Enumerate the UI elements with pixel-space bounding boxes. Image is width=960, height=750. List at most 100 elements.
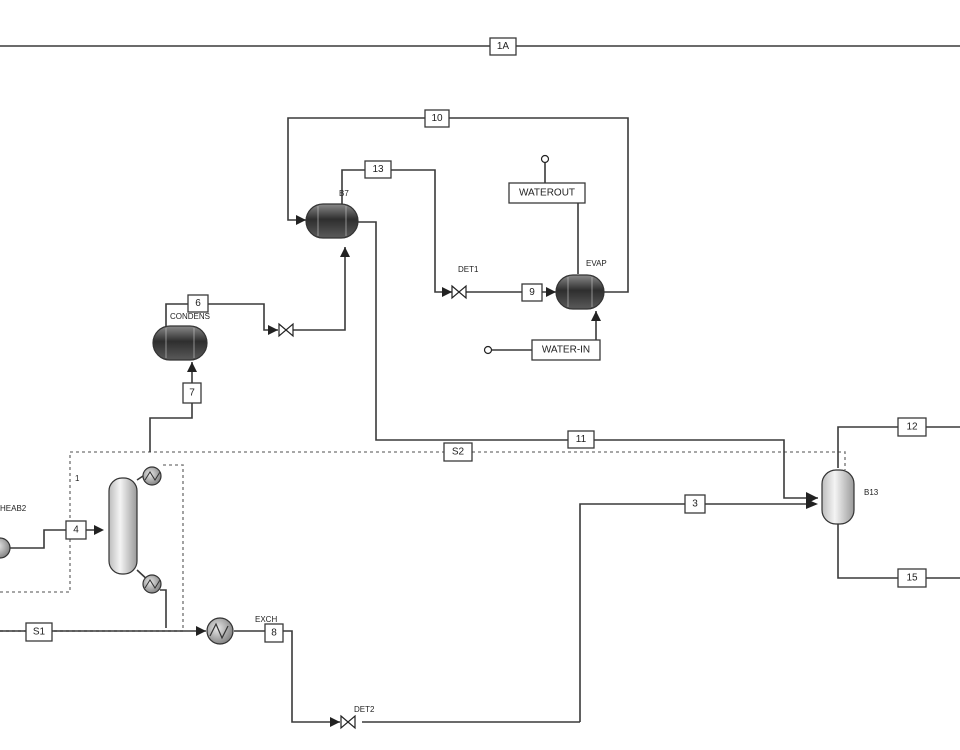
arrow-into-det1 xyxy=(442,287,452,297)
waterin-port xyxy=(483,345,493,355)
equipment xyxy=(0,154,855,730)
arrow-into-exch xyxy=(196,626,206,636)
stream-label-10-box xyxy=(424,109,450,128)
stream-line-reb-out xyxy=(160,589,167,628)
stream-label-waterout-box xyxy=(508,182,586,204)
stream-label-6[interactable]: 6 xyxy=(187,294,209,313)
arrow-into-b7 xyxy=(296,215,306,225)
arrow-into-column xyxy=(94,525,104,535)
arrowheads xyxy=(94,215,818,727)
stream-label-1a-box xyxy=(489,37,517,56)
stream-label-3-text: 3 xyxy=(692,499,698,510)
stream-label-waterout[interactable]: WATEROUT xyxy=(508,182,586,204)
column-reboiler[interactable] xyxy=(142,574,162,594)
arrow-waterin xyxy=(591,311,601,321)
block-label-condens: CONDENS xyxy=(170,312,210,321)
block-label-heab2: HEAB2 xyxy=(0,504,27,513)
stream-label-9[interactable]: 9 xyxy=(521,283,543,302)
det1-valve-body xyxy=(451,284,467,300)
stream-line-waterout xyxy=(544,163,579,274)
stream-labels: 1A 10 13 WATEROUT 9 WATER-IN 6 7 xyxy=(25,37,927,643)
stream-label-11[interactable]: 11 xyxy=(567,430,595,449)
stream-label-1a[interactable]: 1A xyxy=(489,37,517,56)
stream-label-11-text: 11 xyxy=(576,434,587,445)
exch-coil xyxy=(209,622,229,640)
stream-label-8[interactable]: 8 xyxy=(264,623,284,643)
heab2-shell xyxy=(0,537,11,559)
stream-line-8 xyxy=(234,630,340,723)
stream-label-15[interactable]: 15 xyxy=(897,568,927,588)
arrow-6-into-b7 xyxy=(340,247,350,257)
arrow-into-det2 xyxy=(330,717,340,727)
stream-label-waterin-box xyxy=(531,339,601,361)
det1-valve[interactable] xyxy=(451,284,467,300)
stream-label-12-text: 12 xyxy=(906,422,918,433)
stream-label-s2-box xyxy=(443,442,473,462)
waterin-port-circle xyxy=(483,345,493,355)
block-label-det1: DET1 xyxy=(458,265,479,274)
stream-line-3 xyxy=(579,503,816,722)
block-labels: B7 DET1 EVAP CONDENS DET2 EXCH B13 HEAB2… xyxy=(0,189,879,714)
hierarchy-border-main xyxy=(0,451,846,593)
stream-label-s1-box xyxy=(25,622,53,642)
condens-drum[interactable] xyxy=(152,325,208,361)
stream-label-4-text: 4 xyxy=(73,525,79,536)
block-label-exch: EXCH xyxy=(255,615,277,624)
stream-label-s2[interactable]: S2 xyxy=(443,442,473,462)
stream-label-12[interactable]: 12 xyxy=(897,417,927,437)
stream-label-12-box xyxy=(897,417,927,437)
reboiler-coil xyxy=(144,579,161,589)
column-body xyxy=(108,477,138,575)
stream-label-s2-text: S2 xyxy=(452,447,465,458)
b7-vessel xyxy=(305,203,359,239)
arrow-into-valve xyxy=(268,325,278,335)
stream-label-9-text: 9 xyxy=(529,287,535,298)
condenser-coil xyxy=(144,471,161,481)
stream-label-15-text: 15 xyxy=(906,573,918,584)
waterout-port xyxy=(540,154,550,164)
block-label-b13: B13 xyxy=(864,488,879,497)
b13-vessel[interactable] xyxy=(821,469,855,525)
evap-drum[interactable] xyxy=(555,274,605,310)
stream-label-6-text: 6 xyxy=(195,298,201,309)
block-label-b7: B7 xyxy=(339,189,349,198)
condens-valve[interactable] xyxy=(278,322,294,338)
stream-line-13 xyxy=(341,169,452,293)
b13-body xyxy=(821,469,855,525)
det2-valve-body xyxy=(340,714,356,730)
evap-vessel xyxy=(555,274,605,310)
condens-valve-body xyxy=(278,322,294,338)
stream-label-11-box xyxy=(567,430,595,449)
stream-line-10 xyxy=(287,117,629,293)
stream-label-15-box xyxy=(897,568,927,588)
b7-drum[interactable] xyxy=(305,203,359,239)
stream-label-3-box xyxy=(684,494,706,514)
stream-label-7[interactable]: 7 xyxy=(182,382,202,404)
stream-label-s1-text: S1 xyxy=(33,627,46,638)
stream-label-s1[interactable]: S1 xyxy=(25,622,53,642)
column-condenser[interactable] xyxy=(142,466,162,486)
stream-label-10-text: 10 xyxy=(431,113,443,124)
stream-line-6b xyxy=(293,247,346,331)
distillation-column[interactable] xyxy=(108,477,138,575)
stream-label-waterin[interactable]: WATER-IN xyxy=(531,339,601,361)
stream-label-waterout-text: WATEROUT xyxy=(519,188,575,199)
exch-heat-exchanger[interactable] xyxy=(206,617,234,645)
stream-label-9-box xyxy=(521,283,543,302)
stream-label-13[interactable]: 13 xyxy=(364,160,392,179)
stream-label-13-box xyxy=(364,160,392,179)
stream-label-4-box xyxy=(65,520,87,540)
exch-shell xyxy=(206,617,234,645)
heab2-heater[interactable] xyxy=(0,537,11,559)
stream-lines xyxy=(0,45,960,723)
stream-label-1a-text: 1A xyxy=(497,41,510,52)
stream-label-3[interactable]: 3 xyxy=(684,494,706,514)
stream-label-4[interactable]: 4 xyxy=(65,520,87,540)
stream-label-10[interactable]: 10 xyxy=(424,109,450,128)
waterout-port-circle xyxy=(540,154,550,164)
stream-label-6-box xyxy=(187,294,209,313)
det2-valve[interactable] xyxy=(340,714,356,730)
stream-label-8-box xyxy=(264,623,284,643)
stream-label-7-text: 7 xyxy=(189,388,195,399)
